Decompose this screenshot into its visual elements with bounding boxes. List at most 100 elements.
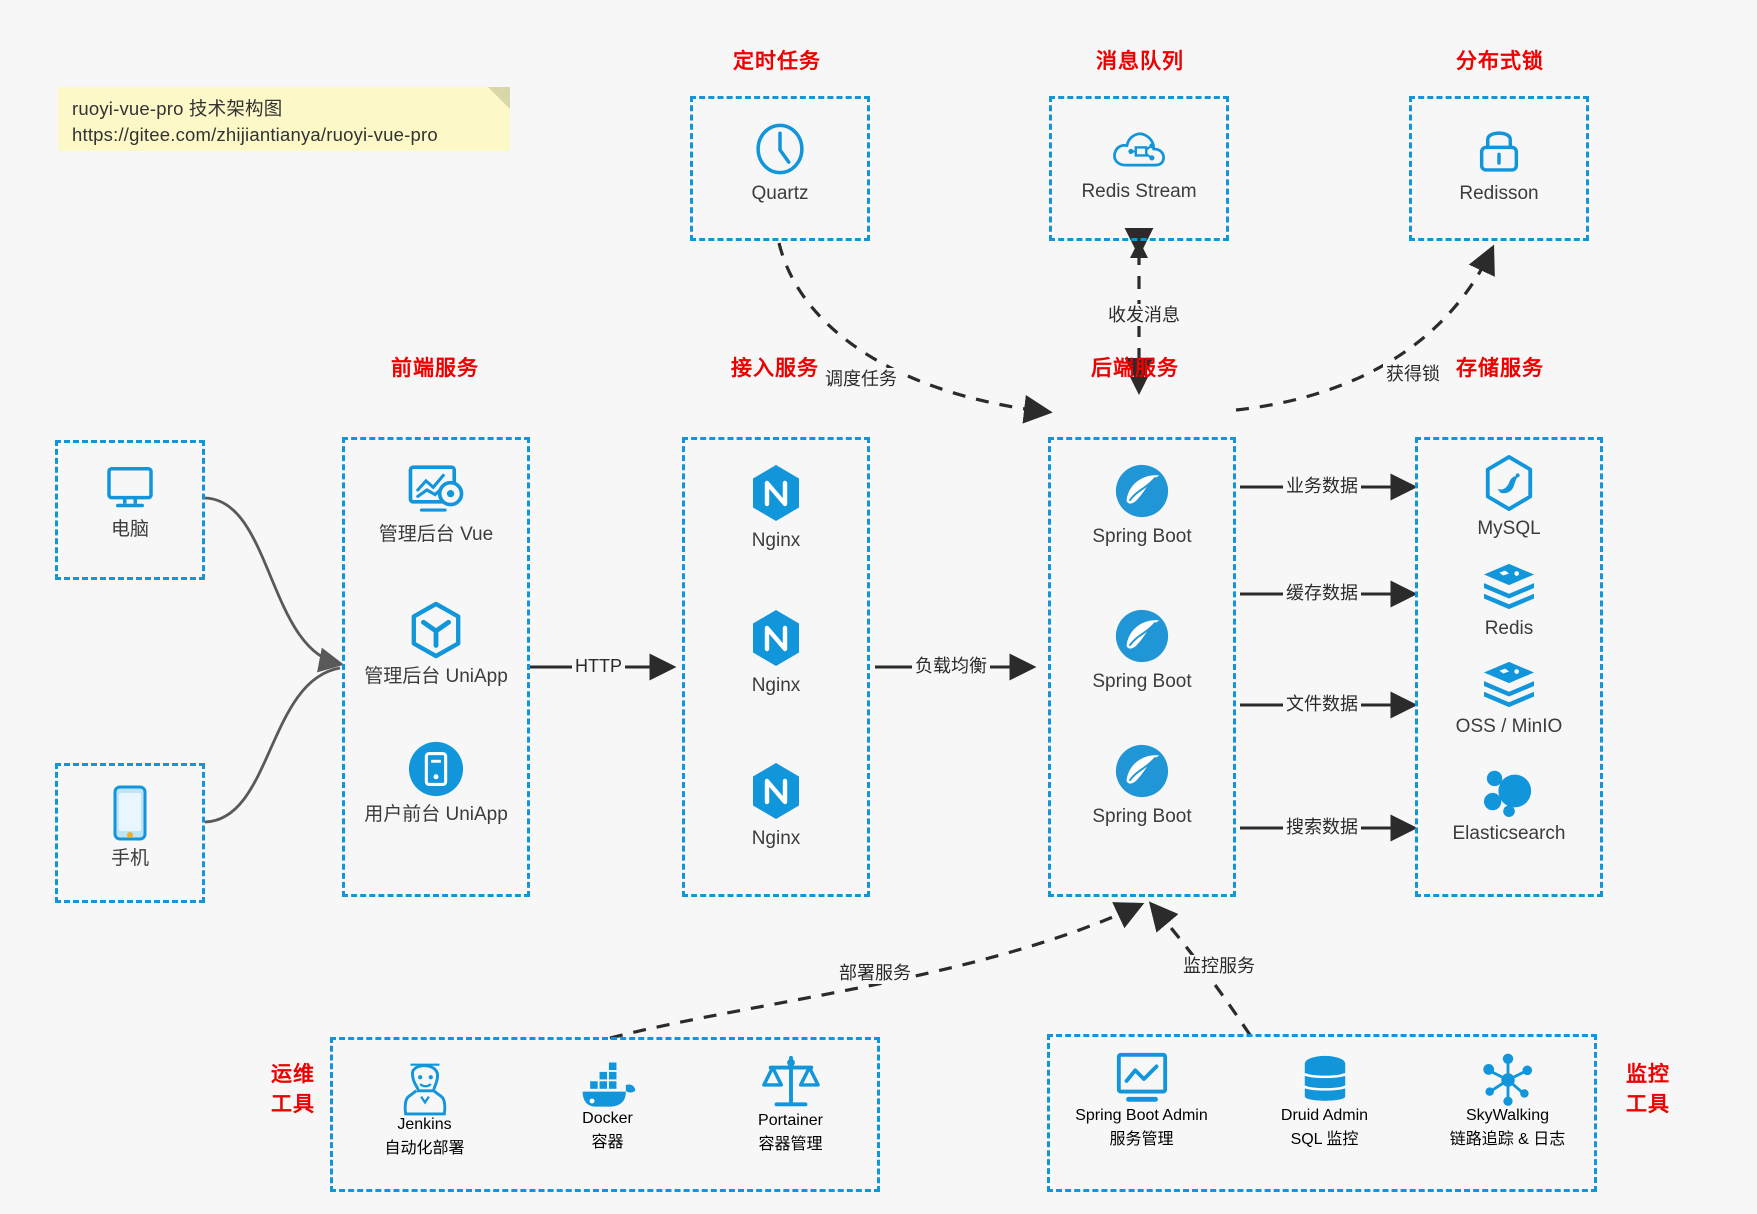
monitor-label-line2: 工具 [1626,1093,1670,1116]
node-label: OSS / MinIO [1455,716,1563,737]
node-label: Spring Boot [1092,526,1192,547]
lock-icon [1479,131,1519,172]
elasticsearch-icon [1483,770,1532,817]
edge-label-deploy-service: 部署服务 [836,962,914,984]
node-label: MySQL [1477,518,1541,539]
node-quartz[interactable]: Quartz [693,121,867,206]
jenkins-icon [403,1063,446,1116]
nginx-icon [753,610,799,666]
node-spring-boot-2[interactable]: Spring Boot [1051,607,1233,694]
node-name: Portainer [758,1112,823,1129]
node-name: Jenkins [397,1116,452,1133]
node-user-uniapp[interactable]: 用户前台 UniApp [345,740,527,827]
node-label: 管理后台 Vue [378,524,494,545]
monitor-chart-icon [1116,1052,1167,1102]
node-spring-boot-1[interactable]: Spring Boot [1051,462,1233,549]
node-spring-boot-admin[interactable]: Spring Boot Admin 服务管理 [1050,1051,1233,1149]
oss-icon [1484,661,1534,708]
edge-label-schedule-task: 调度任务 [822,368,900,390]
devops-label-line2: 工具 [271,1093,315,1116]
node-mysql[interactable]: MySQL [1418,454,1600,541]
group-label-access-service: 接入服务 [731,357,819,380]
node-label: Elasticsearch [1452,823,1566,844]
edge-label-cache-data: 缓存数据 [1283,582,1361,604]
node-nginx-3[interactable]: Nginx [685,760,867,851]
spring-icon [1115,464,1169,518]
group-label-backend-service: 后端服务 [1091,357,1179,380]
edge-label-monitor-service: 监控服务 [1180,955,1258,977]
client-to-frontend-edges [204,496,345,824]
node-label: Quartz [751,183,809,204]
mysql-icon [1485,455,1533,511]
node-desc: 链路追踪 & 日志 [1449,1131,1566,1148]
node-admin-uniapp[interactable]: 管理后台 UniApp [345,600,527,689]
node-label: Nginx [751,675,801,696]
database-icon [1303,1055,1346,1101]
redis-icon [1484,563,1534,610]
group-label-scheduled-task: 定时任务 [733,50,821,73]
dashboard-icon [408,465,464,512]
node-name: Spring Boot Admin [1075,1107,1208,1124]
edge-label-search-data: 搜索数据 [1283,816,1361,838]
group-box-client-phone: 手机 [55,763,205,903]
node-druid-admin[interactable]: Druid Admin SQL 监控 [1233,1053,1416,1149]
group-box-scheduled-task: Quartz [690,96,870,241]
edge-label-business-data: 业务数据 [1283,475,1361,497]
edge-label-send-receive-message: 收发消息 [1105,304,1183,326]
cloud-stream-icon [1113,132,1165,167]
group-label-frontend-service: 前端服务 [391,357,479,380]
group-box-client-pc: 电脑 [55,440,205,580]
node-redisson[interactable]: Redisson [1412,123,1586,206]
group-box-storage-service: MySQL Redis OSS / MinIO [1415,437,1603,897]
group-box-frontend-service: 管理后台 Vue 管理后台 UniApp 用户前台 UniApp [342,437,530,897]
node-pc[interactable]: 电脑 [58,463,202,542]
note-fold-corner [488,87,510,109]
node-label: Redis [1484,618,1534,639]
node-oss-minio[interactable]: OSS / MinIO [1418,660,1600,739]
node-elasticsearch[interactable]: Elasticsearch [1418,765,1600,846]
nginx-icon [753,763,799,819]
group-box-devops-tools: Jenkins 自动化部署 Docker 容器 [330,1037,880,1192]
node-label: Nginx [751,828,801,849]
note-url-line: https://gitee.com/zhijiantianya/ruoyi-vu… [72,124,438,145]
node-desc: 容器管理 [758,1136,823,1153]
node-label: 手机 [110,848,149,869]
group-label-storage-service: 存储服务 [1456,357,1544,380]
spring-icon [1115,609,1169,663]
node-desc: 自动化部署 [384,1140,465,1157]
node-docker[interactable]: Docker 容器 [516,1062,699,1152]
note-title-line: ruoyi-vue-pro 技术架构图 [72,98,283,119]
clock-icon [756,123,804,175]
app-circle-icon [408,741,464,797]
desktop-icon [107,467,153,508]
node-redis[interactable]: Redis [1418,562,1600,641]
node-name: SkyWalking [1466,1107,1549,1124]
group-box-message-queue: Redis Stream [1049,96,1229,241]
node-jenkins[interactable]: Jenkins 自动化部署 [333,1054,516,1158]
group-label-devops-tools: 运维 工具 [258,1060,328,1120]
schedule-task-edge [777,242,1053,424]
node-phone[interactable]: 手机 [58,784,202,871]
node-label: Nginx [751,530,801,551]
group-label-monitor-tools: 监控 工具 [1613,1060,1683,1120]
devops-label-line1: 运维 [271,1063,315,1086]
node-label: Spring Boot [1092,806,1192,827]
backend-to-storage-edges [1240,473,1418,842]
node-label: Redis Stream [1081,181,1197,202]
node-skywalking[interactable]: SkyWalking 链路追踪 & 日志 [1416,1053,1599,1149]
node-nginx-2[interactable]: Nginx [685,607,867,698]
node-redis-stream[interactable]: Redis Stream [1052,123,1226,204]
docker-icon [582,1062,635,1107]
node-desc: SQL 监控 [1290,1131,1359,1148]
group-box-distributed-lock: Redisson [1409,96,1589,241]
node-portainer[interactable]: Portainer 容器管理 [699,1054,882,1154]
skywalking-icon [1482,1053,1532,1106]
acquire-lock-edge [1235,244,1495,412]
node-label: Redisson [1459,183,1539,204]
node-nginx-1[interactable]: Nginx [685,462,867,553]
node-spring-boot-3[interactable]: Spring Boot [1051,742,1233,829]
node-admin-vue[interactable]: 管理后台 Vue [345,462,527,547]
node-name: Docker [582,1110,633,1127]
node-desc: 容器 [591,1134,624,1151]
